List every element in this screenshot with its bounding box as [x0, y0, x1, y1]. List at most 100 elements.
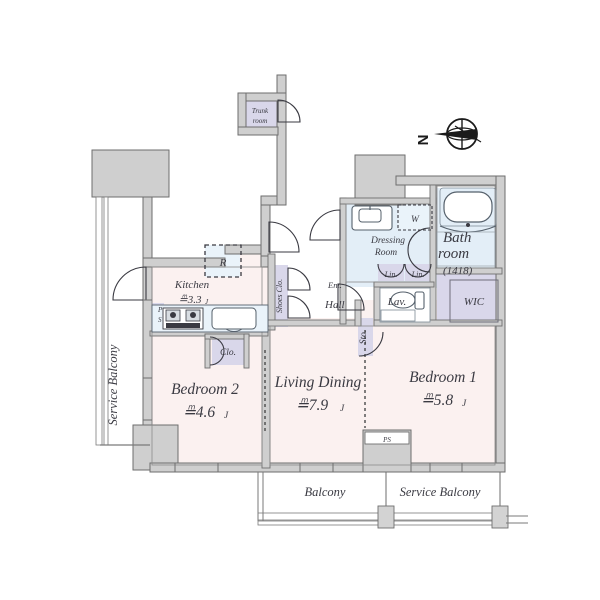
- label-dressing-room-1: Dressing: [370, 236, 405, 246]
- door-trunk-room: [277, 99, 301, 123]
- outline-living-bed1: [269, 325, 496, 466]
- label-entrance: Ent.: [327, 280, 342, 290]
- label-lavatory: Lav.: [387, 296, 406, 308]
- lav-counter: [380, 309, 416, 322]
- label-shoes-closet: Shoes Clo.: [275, 279, 284, 313]
- fixtures: [151, 187, 499, 333]
- partition-closet-top: [204, 333, 250, 340]
- label-bathroom-size: (1418): [443, 265, 473, 277]
- label-bedroom1-unit: J: [462, 399, 467, 409]
- label-refrigerator: R: [219, 257, 227, 269]
- fill-linen-a: [378, 264, 404, 281]
- rail-post-center: [377, 505, 395, 529]
- label-service-balcony-left: Service Balcony: [106, 344, 120, 425]
- label-dressing-room-2: Room: [374, 248, 397, 258]
- partition-lav-left: [373, 281, 381, 327]
- label-linen-a: Lin.: [384, 270, 398, 279]
- label-bedroom1-name: Bedroom 1: [409, 369, 477, 386]
- outline-left-rooms: [151, 266, 263, 466]
- wall-left-upper: [142, 196, 153, 268]
- rail-post-right: [491, 505, 509, 529]
- door-linen-a: [377, 263, 405, 278]
- label-kitchen-unit: J: [205, 298, 209, 306]
- label-kitchen-area: ≞3.3: [179, 294, 202, 306]
- label-ps-bottom: PS: [382, 436, 391, 444]
- label-closet: Clo.: [220, 348, 236, 358]
- fill-shoes-closet: [274, 265, 288, 327]
- label-ps-left-2: S: [158, 316, 162, 324]
- partition-walls: [149, 184, 503, 469]
- text-labels: Living Dining ≞7.9 J Bedroom 1 ≞5.8 J Be…: [106, 107, 485, 499]
- label-living-dining-unit: J: [340, 404, 345, 414]
- partition-sto-left: [354, 299, 362, 327]
- burner-right-ring: [190, 312, 196, 318]
- room-outlines: [151, 185, 496, 466]
- door-entrance: [287, 267, 311, 291]
- wall-kitchen-top: [142, 257, 226, 268]
- wall-bottom: [149, 462, 506, 473]
- label-hall: Hall: [324, 299, 345, 311]
- door-bathroom: [407, 227, 431, 273]
- fill-closet: [212, 337, 244, 365]
- sliding-partitions: [264, 330, 366, 432]
- partition-bath-left: [429, 184, 437, 326]
- door-shoes-closet: [287, 295, 311, 319]
- partition-living-left: [261, 329, 271, 469]
- fill-washer: [398, 205, 433, 230]
- door-service-balcony-left: [112, 266, 147, 301]
- label-linen-b: Lin.: [411, 270, 425, 279]
- partition-closet-right: [243, 333, 250, 369]
- label-service-balcony-bottom: Service Balcony: [400, 485, 481, 499]
- partition-dressing-top: [339, 197, 437, 205]
- compass-needle: [434, 129, 477, 140]
- label-wic: WIC: [464, 296, 485, 308]
- oven-grill: [166, 323, 200, 328]
- ps-box: [364, 431, 410, 445]
- bathtub-drain: [466, 223, 470, 227]
- rail-left-outer: [95, 196, 103, 446]
- door-kitchen: [268, 221, 300, 253]
- partition-lav-top: [373, 281, 435, 288]
- label-living-dining-area: ≞7.9: [296, 397, 329, 414]
- label-storage: Sto.: [359, 330, 369, 345]
- kitchen-sink: [211, 307, 257, 330]
- fill-trunk-room: [243, 98, 277, 130]
- wall-top-right: [395, 175, 506, 186]
- fill-living: [268, 318, 363, 468]
- wall-corridor-right: [276, 74, 287, 206]
- label-washer: W: [411, 215, 420, 225]
- outline-dressing: [345, 203, 431, 283]
- fill-wic: [437, 273, 499, 325]
- door-closet: [209, 336, 225, 366]
- label-bathroom-1: Bath: [443, 230, 471, 246]
- label-bedroom2-name: Bedroom 2: [171, 381, 239, 398]
- label-bedroom2-area: ≞4.6: [183, 404, 216, 421]
- door-swings: [112, 99, 432, 366]
- label-living-dining-name: Living Dining: [274, 374, 362, 391]
- door-storage: [358, 331, 384, 357]
- partition-shoes-left: [267, 253, 276, 331]
- fill-linen-b: [405, 264, 431, 281]
- label-trunk-room-2: room: [253, 117, 268, 125]
- door-linen-b: [404, 263, 432, 278]
- door-dressing: [309, 209, 341, 241]
- wic-outline: [449, 279, 499, 323]
- label-ps-left-1: P: [157, 306, 163, 314]
- outline-bathroom: [436, 185, 496, 269]
- compass-north-label: N: [415, 135, 432, 146]
- label-bathroom-2: room: [438, 246, 469, 262]
- label-bedroom2-unit: J: [224, 411, 229, 421]
- toilet-tank: [414, 291, 425, 310]
- label-trunk-room-1: Trunk: [252, 107, 269, 115]
- wall-block-top-left: [91, 149, 170, 198]
- bathtub: [443, 191, 493, 223]
- balcony-rails: [95, 196, 528, 529]
- label-balcony: Balcony: [305, 485, 346, 499]
- window-mullions: [143, 299, 463, 472]
- bath-floor: [436, 231, 496, 267]
- washer-box: [397, 204, 433, 231]
- kitchen-sink-drain: [225, 328, 243, 332]
- burner-left-ring: [170, 312, 176, 318]
